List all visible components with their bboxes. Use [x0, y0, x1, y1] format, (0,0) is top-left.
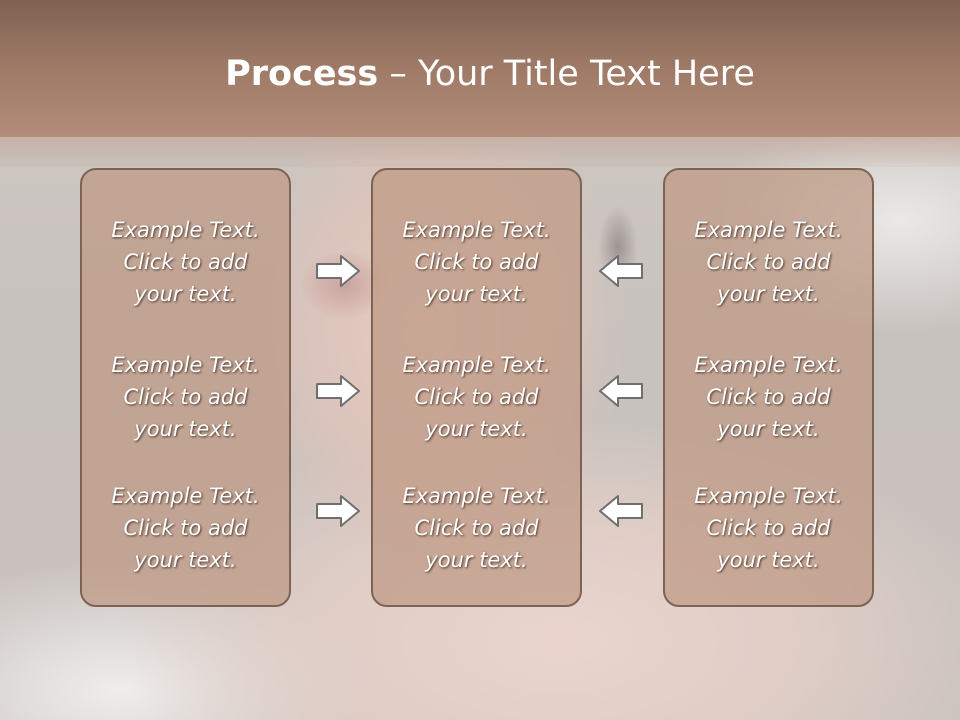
- arrow-right-icon: [316, 255, 360, 287]
- header-band: [0, 137, 960, 167]
- text-line: Example Text.: [111, 218, 260, 242]
- process-box-right[interactable]: Example Text. Click to add your text. Ex…: [663, 168, 874, 607]
- title-bold: Process: [225, 54, 379, 94]
- text-line: Click to add: [414, 250, 539, 274]
- text-line: your text.: [425, 282, 528, 306]
- text-line: Example Text.: [694, 353, 843, 377]
- title-header: [0, 0, 960, 137]
- text-line: Example Text.: [694, 218, 843, 242]
- title-rest: – Your Title Text Here: [378, 54, 755, 94]
- text-line: your text.: [425, 548, 528, 572]
- text-block[interactable]: Example Text. Click to add your text.: [373, 214, 580, 310]
- arrow-right-icon: [316, 495, 360, 527]
- process-box-center[interactable]: Example Text. Click to add your text. Ex…: [371, 168, 582, 607]
- text-line: your text.: [425, 417, 528, 441]
- slide-title[interactable]: Process – Your Title Text Here: [0, 52, 960, 96]
- text-line: Example Text.: [694, 484, 843, 508]
- text-line: your text.: [717, 282, 820, 306]
- text-line: Example Text.: [111, 353, 260, 377]
- arrow-right-icon: [316, 375, 360, 407]
- text-block[interactable]: Example Text. Click to add your text.: [665, 349, 872, 445]
- text-block[interactable]: Example Text. Click to add your text.: [82, 349, 289, 445]
- text-line: Example Text.: [402, 218, 551, 242]
- text-block[interactable]: Example Text. Click to add your text.: [82, 214, 289, 310]
- text-line: Example Text.: [402, 353, 551, 377]
- text-line: Example Text.: [402, 484, 551, 508]
- text-line: Click to add: [414, 516, 539, 540]
- text-line: Click to add: [706, 516, 831, 540]
- text-line: Example Text.: [111, 484, 260, 508]
- text-line: your text.: [134, 548, 237, 572]
- text-line: your text.: [717, 548, 820, 572]
- arrow-left-icon: [599, 375, 643, 407]
- text-block[interactable]: Example Text. Click to add your text.: [665, 480, 872, 576]
- text-block[interactable]: Example Text. Click to add your text.: [373, 349, 580, 445]
- text-line: Click to add: [706, 385, 831, 409]
- arrow-left-icon: [599, 255, 643, 287]
- text-block[interactable]: Example Text. Click to add your text.: [373, 480, 580, 576]
- process-box-left[interactable]: Example Text. Click to add your text. Ex…: [80, 168, 291, 607]
- text-block[interactable]: Example Text. Click to add your text.: [665, 214, 872, 310]
- text-line: Click to add: [123, 250, 248, 274]
- text-line: Click to add: [706, 250, 831, 274]
- text-line: your text.: [134, 417, 237, 441]
- text-block[interactable]: Example Text. Click to add your text.: [82, 480, 289, 576]
- arrow-left-icon: [599, 495, 643, 527]
- text-line: Click to add: [123, 385, 248, 409]
- text-line: Click to add: [123, 516, 248, 540]
- text-line: your text.: [134, 282, 237, 306]
- text-line: your text.: [717, 417, 820, 441]
- text-line: Click to add: [414, 385, 539, 409]
